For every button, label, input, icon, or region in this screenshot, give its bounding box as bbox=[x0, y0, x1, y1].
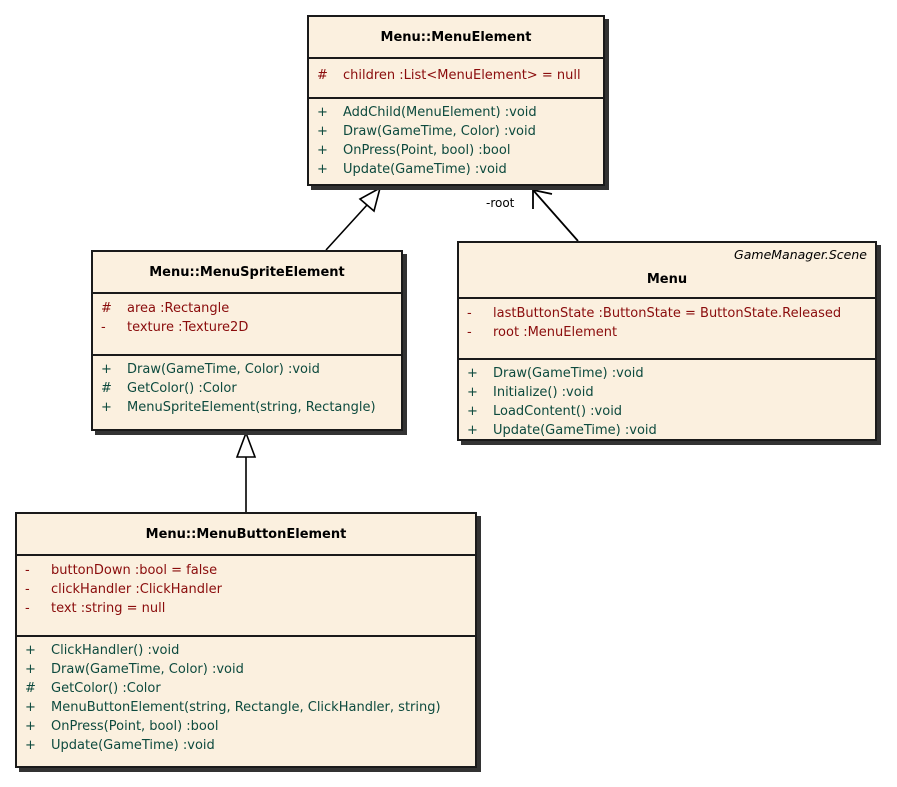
attributes-compartment: -buttonDown :bool = false -clickHandler … bbox=[17, 556, 475, 637]
operations-compartment: +AddChild(MenuElement) :void +Draw(GameT… bbox=[309, 99, 603, 188]
attribute-row: #area :Rectangle bbox=[101, 301, 230, 316]
association-arrowhead-menu-root bbox=[532, 188, 553, 209]
operation-row: +MenuSpriteElement(string, Rectangle) bbox=[101, 400, 376, 415]
operation-row: +Draw(GameTime, Color) :void bbox=[317, 124, 536, 139]
operation-row: +ClickHandler() :void bbox=[25, 643, 180, 658]
attributes-compartment: -lastButtonState :ButtonState = ButtonSt… bbox=[459, 299, 875, 360]
class-title: Menu bbox=[646, 272, 688, 287]
operation-row: +OnPress(Point, bool) :bool bbox=[317, 143, 511, 158]
class-menu-sprite-element[interactable]: Menu::MenuSpriteElement #area :Rectangle… bbox=[91, 250, 403, 431]
class-header: GameManager.Scene Menu bbox=[459, 243, 875, 299]
class-title: Menu::MenuSpriteElement bbox=[149, 265, 345, 280]
operation-row: #GetColor() :Color bbox=[101, 381, 237, 396]
attribute-row: -texture :Texture2D bbox=[101, 320, 249, 335]
attribute-row: -root :MenuElement bbox=[467, 325, 618, 340]
operations-compartment: +Draw(GameTime, Color) :void #GetColor()… bbox=[93, 356, 401, 433]
generalization-arrowhead-sprite-to-element bbox=[358, 186, 382, 213]
attributes-compartment: #children :List<MenuElement> = null bbox=[309, 59, 603, 99]
class-stereotype: GameManager.Scene bbox=[734, 247, 867, 262]
root-role-label: -root bbox=[486, 196, 515, 210]
operation-row: +Initialize() :void bbox=[467, 385, 594, 400]
operations-compartment: +ClickHandler() :void +Draw(GameTime, Co… bbox=[17, 637, 475, 768]
operations-compartment: +Draw(GameTime) :void +Initialize() :voi… bbox=[459, 360, 875, 443]
class-header: Menu::MenuSpriteElement bbox=[93, 252, 401, 294]
attributes-compartment: #area :Rectangle -texture :Texture2D bbox=[93, 294, 401, 356]
operation-row: +LoadContent() :void bbox=[467, 404, 623, 419]
class-header: Menu::MenuButtonElement bbox=[17, 514, 475, 556]
attribute-row: -clickHandler :ClickHandler bbox=[25, 582, 222, 597]
operation-row: +Draw(GameTime, Color) :void bbox=[101, 362, 320, 377]
operation-row: +AddChild(MenuElement) :void bbox=[317, 105, 537, 120]
attribute-row: #children :List<MenuElement> = null bbox=[317, 68, 581, 83]
operation-row: +Update(GameTime) :void bbox=[317, 162, 507, 177]
class-menu-button-element[interactable]: Menu::MenuButtonElement -buttonDown :boo… bbox=[15, 512, 477, 768]
operation-row: +Update(GameTime) :void bbox=[25, 738, 215, 753]
class-menu-element[interactable]: Menu::MenuElement #children :List<MenuEl… bbox=[307, 15, 605, 186]
attribute-row: -text :string = null bbox=[25, 601, 166, 616]
operation-row: +Update(GameTime) :void bbox=[467, 423, 657, 438]
generalization-arrowhead-button-to-sprite bbox=[235, 430, 257, 458]
generalization-line-sprite-to-element bbox=[325, 204, 368, 251]
class-header: Menu::MenuElement bbox=[309, 17, 603, 59]
class-menu[interactable]: GameManager.Scene Menu -lastButtonState … bbox=[457, 241, 877, 441]
operation-row: +Draw(GameTime) :void bbox=[467, 366, 644, 381]
class-title: Menu::MenuElement bbox=[380, 30, 532, 45]
association-line-menu-root bbox=[532, 189, 579, 242]
attribute-row: -lastButtonState :ButtonState = ButtonSt… bbox=[467, 306, 842, 321]
operation-row: #GetColor() :Color bbox=[25, 681, 161, 696]
operation-row: +Draw(GameTime, Color) :void bbox=[25, 662, 244, 677]
operation-row: +OnPress(Point, bool) :bool bbox=[25, 719, 219, 734]
operation-row: +MenuButtonElement(string, Rectangle, Cl… bbox=[25, 700, 441, 715]
attribute-row: -buttonDown :bool = false bbox=[25, 563, 218, 578]
class-title: Menu::MenuButtonElement bbox=[145, 527, 347, 542]
